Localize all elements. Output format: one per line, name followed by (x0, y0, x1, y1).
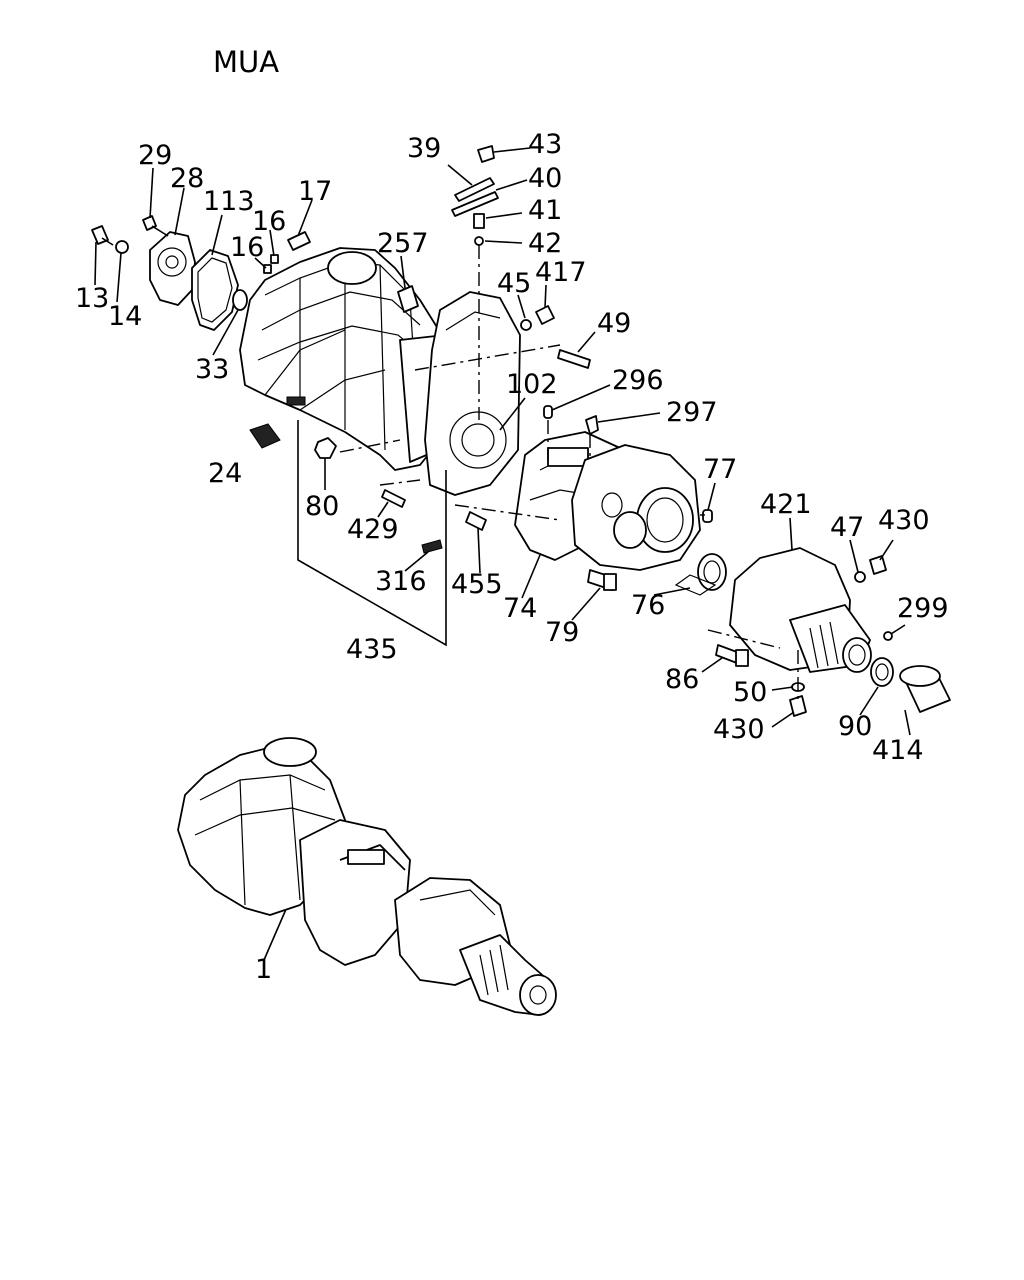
shift-linkage (451, 145, 499, 246)
plug-417 (535, 305, 555, 325)
leader-lines (94, 147, 911, 961)
callout-17: 17 (298, 176, 332, 207)
pin-429 (381, 489, 406, 508)
callout-316: 316 (375, 566, 427, 597)
callout-297: 297 (666, 397, 718, 428)
pin-455 (465, 511, 487, 531)
callout-49: 49 (597, 308, 631, 339)
callout-296: 296 (612, 365, 664, 396)
front-bearing-retainer (149, 231, 196, 306)
callout-429: 429 (347, 514, 399, 545)
callout-24: 24 (208, 458, 242, 489)
callout-41: 41 (528, 195, 562, 226)
alignment-lines (339, 245, 799, 700)
key-316 (421, 539, 443, 554)
dowel-77 (702, 509, 713, 523)
callout-430-lower: 430 (713, 714, 765, 745)
bolt-79 (587, 569, 617, 591)
callout-77: 77 (703, 454, 737, 485)
plug-and-washer (91, 225, 129, 254)
callout-455: 455 (451, 569, 503, 600)
callout-labels: 29 28 113 16 16 17 13 14 33 257 24 39 43… (75, 129, 949, 985)
bracket-257 (397, 285, 419, 313)
oil-seal-33 (232, 289, 248, 311)
callout-90: 90 (838, 711, 872, 742)
plug-430-upper (869, 555, 887, 575)
nut-80 (314, 437, 337, 459)
callout-29: 29 (138, 140, 172, 171)
callout-421: 421 (760, 489, 812, 520)
callout-113: 113 (203, 186, 255, 217)
callout-45: 45 (497, 268, 531, 299)
intermediate-plate-102 (424, 291, 521, 496)
callout-33: 33 (195, 354, 229, 385)
callout-79: 79 (545, 617, 579, 648)
group-bracket-435 (297, 420, 447, 647)
callout-435: 435 (346, 634, 398, 665)
callout-76: 76 (631, 590, 665, 621)
callout-40: 40 (528, 163, 562, 194)
callout-16-lower: 16 (230, 232, 264, 263)
callout-299: 299 (897, 593, 949, 624)
callout-417: 417 (535, 257, 587, 288)
transmission-case (239, 247, 451, 471)
callout-39: 39 (407, 133, 441, 164)
seal-90 (870, 657, 894, 687)
bolt-86 (715, 644, 749, 667)
washer-47 (854, 571, 866, 583)
washer-45 (520, 319, 532, 331)
callout-47: 47 (830, 512, 864, 543)
rear-case-421 (729, 547, 872, 673)
callout-86: 86 (665, 664, 699, 695)
bearing-76 (674, 553, 727, 596)
callout-43: 43 (528, 129, 562, 160)
transfer-case-front (571, 444, 701, 571)
shaft-49 (557, 349, 591, 369)
plug-296 (543, 405, 553, 419)
callout-80: 80 (305, 491, 339, 522)
callout-13: 13 (75, 283, 109, 314)
callout-430-upper: 430 (878, 505, 930, 536)
gasket-113 (191, 249, 239, 331)
callout-28: 28 (170, 163, 204, 194)
callout-1: 1 (255, 954, 272, 985)
callout-414: 414 (872, 735, 924, 766)
callout-257: 257 (377, 228, 429, 259)
dowel-299 (883, 631, 893, 641)
pad-24 (249, 423, 281, 449)
sleeve-414 (899, 665, 951, 713)
assembled-transmission (177, 737, 557, 1016)
callout-50: 50 (733, 677, 767, 708)
diagram-title: MUA (213, 45, 279, 79)
bolt-29 (142, 215, 169, 237)
callout-14: 14 (108, 301, 142, 332)
callout-74: 74 (503, 593, 537, 624)
bolt-297 (585, 415, 599, 435)
callout-102: 102 (506, 369, 558, 400)
callout-16-upper: 16 (252, 206, 286, 237)
callout-42: 42 (528, 228, 562, 259)
